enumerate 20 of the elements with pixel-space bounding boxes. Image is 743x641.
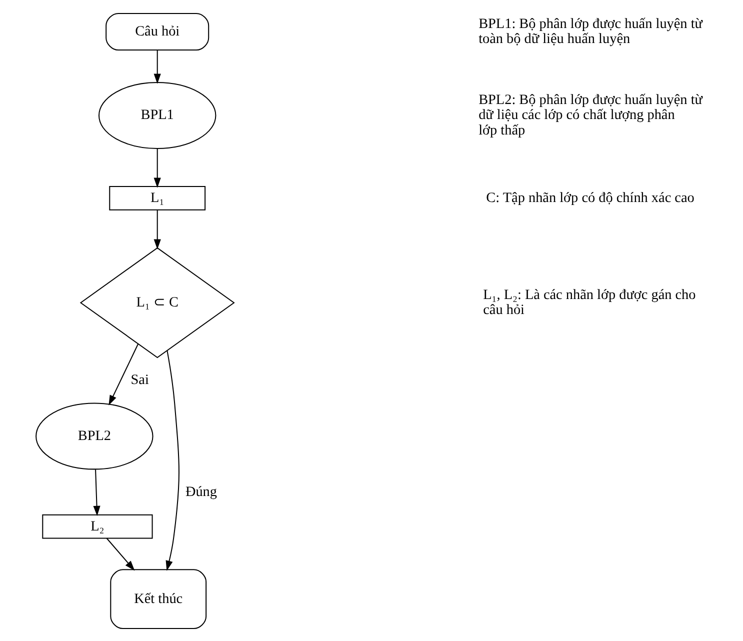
node-box: L₂ — [42, 514, 153, 539]
node-box: L₁ — [109, 186, 206, 210]
arrow — [154, 148, 161, 188]
node-ellipse: BPL2 — [36, 402, 154, 470]
label: BPL2: Bộ phân lớp được huấn luyện từ dữ liệu các lớp có chất lượng phân lớp thấp — [478, 92, 702, 138]
arrow — [166, 350, 180, 571]
node-box: Câu hỏi — [106, 12, 210, 51]
node-diamond: L₁ ⊂ C — [80, 247, 235, 358]
arrow — [154, 50, 161, 84]
arrow — [154, 210, 161, 250]
edge-label: Đúng — [185, 484, 218, 500]
label: BPL1: Bộ phân lớp được huấn luyện từ toàn bộ dữ liệu huấn luyện — [478, 16, 702, 48]
node-box: Kết thúc — [110, 569, 207, 630]
edge-label: Sai — [130, 372, 149, 388]
label: L₁, L₂: Là các nhãn lớp được gán cho câu hỏi — [483, 286, 696, 318]
arrow — [108, 344, 139, 406]
arrow — [93, 470, 100, 516]
node-ellipse: BPL1 — [98, 82, 216, 149]
label: C: Tập nhãn lớp có độ chính xác cao — [486, 190, 694, 206]
arrow — [106, 538, 135, 571]
